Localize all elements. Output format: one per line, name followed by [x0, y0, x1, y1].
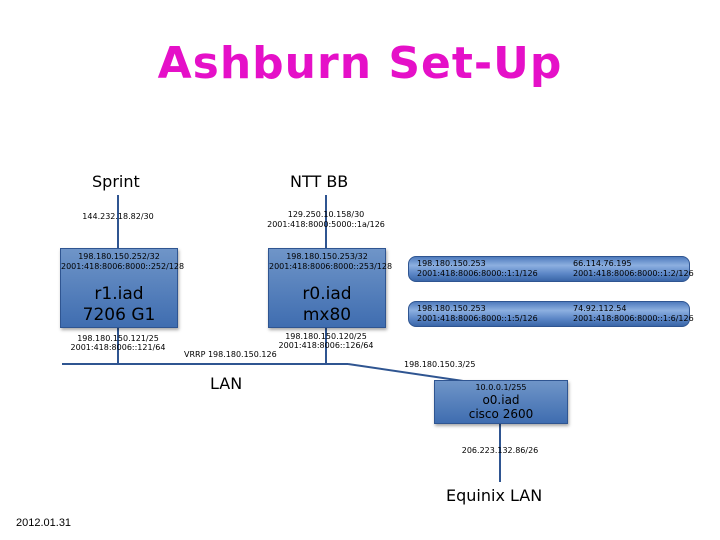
- tunnel-2-left-v6: 2001:418:8006:8000::1:5/126: [417, 314, 538, 323]
- r0-lan-v4: 198.180.150.120/25: [285, 332, 367, 341]
- r1-ip-v6: 2001:418:8006:8000::252/128: [61, 262, 185, 271]
- ntt-ip-v6: 2001:418:8000:5000::1a/126: [267, 220, 385, 229]
- ntt-ip-v4: 129.250.10.158/30: [287, 210, 365, 219]
- router-r1: 198.180.150.252/32 2001:418:8006:8000::2…: [60, 248, 185, 328]
- o0-name: o0.iad: [482, 393, 520, 407]
- vrrp-label: VRRP 198.180.150.126: [184, 350, 277, 359]
- r1-model: 7206 G1: [82, 305, 156, 325]
- tunnel-1-left-v4: 198.180.150.253: [417, 259, 486, 268]
- r0-name: r0.iad: [302, 284, 352, 304]
- r0-ip-v4: 198.180.150.253/32: [286, 252, 368, 261]
- o0-wan-v4: 206.223.132.86/26: [461, 446, 539, 455]
- o0-lan-link: [347, 363, 471, 383]
- sprint-ip: 144.232.18.82/30: [82, 212, 154, 221]
- tunnel-2-right-v6: 2001:418:8006:8000::1:6/126: [573, 314, 694, 323]
- ntt-label: NTT BB: [290, 172, 349, 191]
- o0-ip-v4: 10.0.0.1/255: [475, 383, 527, 392]
- equinix-lan-label: Equinix LAN: [446, 486, 543, 505]
- tunnel-1-left-v6: 2001:418:8006:8000::1:1/126: [417, 269, 538, 278]
- tunnel-2-left-v4: 198.180.150.253: [417, 304, 486, 313]
- r1-lan-v6: 2001:418:8006::121/64: [70, 343, 166, 352]
- tunnel-1: 198.180.150.253 2001:418:8006:8000::1:1/…: [408, 256, 694, 282]
- r1-lan-v4: 198.180.150.121/25: [77, 334, 159, 343]
- r0-ip-v6: 2001:418:8006:8000::253/128: [269, 262, 393, 271]
- r0-model: mx80: [302, 305, 352, 325]
- r0-lan-v6: 2001:418:8006::126/64: [278, 341, 374, 350]
- r1-name: r1.iad: [94, 284, 144, 304]
- tunnel-1-right-v6: 2001:418:8006:8000::1:2/126: [573, 269, 694, 278]
- tunnel-2-right-v4: 74.92.112.54: [573, 304, 627, 313]
- slide-title: Ashburn Set-Up: [157, 38, 563, 89]
- slide-date: 2012.01.31: [16, 517, 72, 529]
- tunnel-2: 198.180.150.253 2001:418:8006:8000::1:5/…: [408, 301, 694, 327]
- router-r0: 198.180.150.253/32 2001:418:8006:8000::2…: [268, 248, 393, 328]
- lan-label: LAN: [210, 374, 243, 393]
- o0-lan-v4: 198.180.150.3/25: [404, 360, 476, 369]
- r1-ip-v4: 198.180.150.252/32: [78, 252, 160, 261]
- tunnel-1-right-v4: 66.114.76.195: [573, 259, 632, 268]
- sprint-label: Sprint: [92, 172, 140, 191]
- router-o0: 10.0.0.1/255 o0.iad cisco 2600: [434, 380, 568, 424]
- o0-model: cisco 2600: [468, 407, 534, 421]
